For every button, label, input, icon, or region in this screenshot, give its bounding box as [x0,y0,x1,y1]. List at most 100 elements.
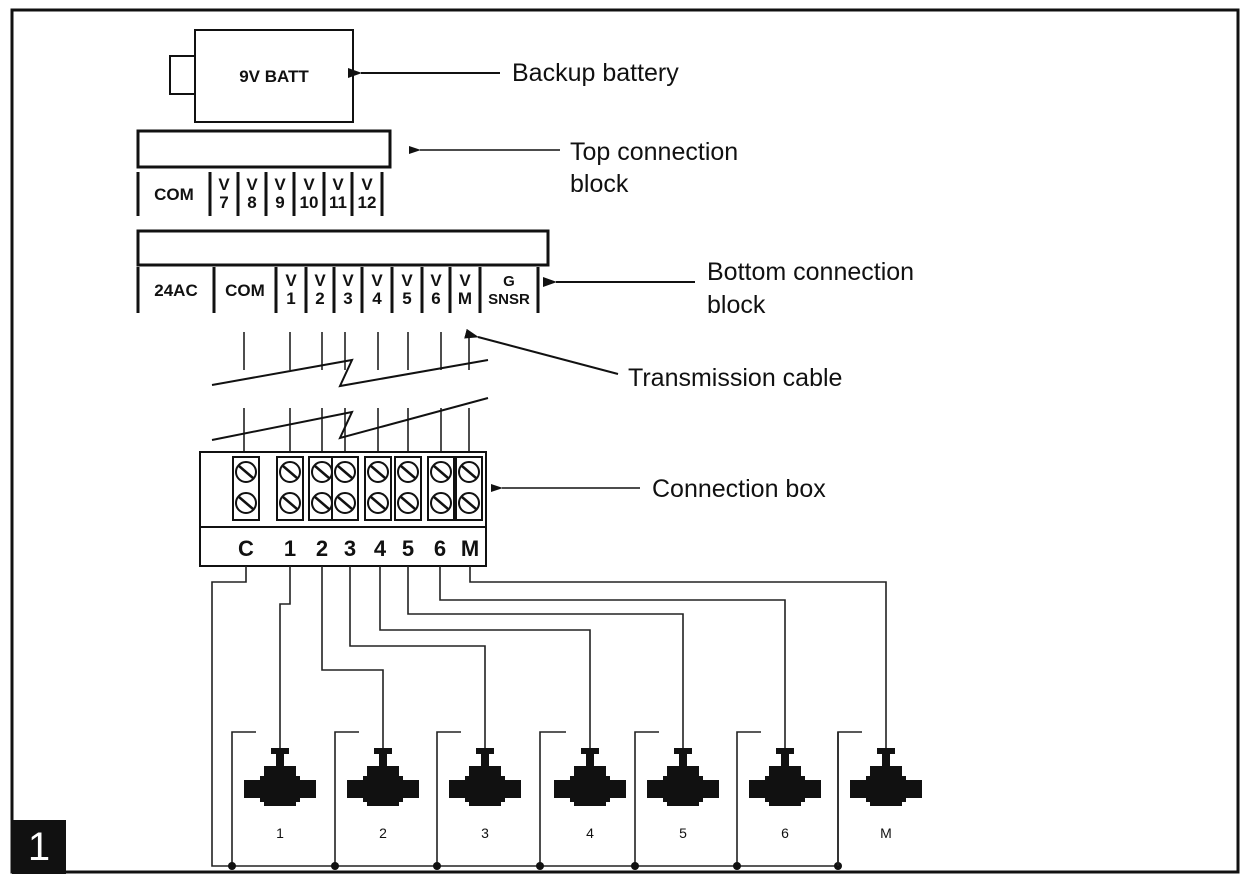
screw-slot [282,465,298,479]
box-terminal-label: 2 [316,536,328,561]
backup-battery-label: Backup battery [512,59,679,87]
connection-box-label: Connection box [652,475,826,503]
screw-slot [282,496,298,510]
valve-body [647,766,719,806]
screw-slot [337,496,353,510]
transmission-cable [211,332,489,452]
valve-common-loop [231,731,256,866]
terminal-label-top: V [342,271,354,290]
valve-label: 2 [379,825,387,841]
valve-M: M [834,731,922,870]
junction-dot [536,862,544,870]
valve-label: 6 [781,825,789,841]
screw-slot [314,465,330,479]
backup-battery: 9V BATT [169,29,354,123]
terminal-label-bottom: 5 [402,289,411,308]
figure-frame [10,8,1240,874]
junction-dot [331,862,339,870]
bottom-block-label-line2: block [707,291,766,319]
valve-wire [349,566,486,748]
screw-slot [370,496,386,510]
terminal-label-bottom: 4 [372,289,382,308]
terminal-label: COM [225,281,265,300]
valve-body [244,766,316,806]
box-terminal-label: M [461,536,479,561]
valve-common-loop [334,731,359,866]
screw-slot [337,465,353,479]
terminal-label-top: V [218,175,230,194]
valve-4: 4 [536,731,626,870]
valve-wire [439,566,786,748]
valve-common-loop [436,731,461,866]
screw-slot [370,465,386,479]
terminal-label-top: V [246,175,258,194]
valve-wire [379,566,591,748]
terminal-label-top: V [332,175,344,194]
terminal-label-top: V [285,271,297,290]
screw-slot [433,465,449,479]
figure-number: 1 [28,825,50,869]
valve-neck [481,752,489,766]
valve-stem [776,748,794,754]
box-terminal-label: 5 [402,536,414,561]
terminal-label-bottom: M [458,289,472,308]
terminal-label: COM [154,185,194,204]
valve-neck [781,752,789,766]
valve-label: 3 [481,825,489,841]
terminal-label-bottom: 6 [431,289,440,308]
screw-slot [461,496,477,510]
terminal-label-top: V [303,175,315,194]
top-block-label-line2: block [570,170,629,198]
terminal-label-top: V [361,175,373,194]
box-terminal-label: 6 [434,536,446,561]
terminal-label-bottom: 11 [329,193,347,212]
common-wire [211,566,838,867]
box-terminal-label: 1 [284,536,296,561]
valve-neck [276,752,284,766]
top-block-label-line1: Top connection [570,138,738,166]
terminal-label-bottom: 2 [315,289,324,308]
valve-3: 3 [433,731,521,870]
valve-5: 5 [631,731,719,870]
terminal-label-bottom: 8 [247,193,256,212]
cable-break-line [211,358,489,388]
valve-neck [379,752,387,766]
screw-slot [461,465,477,479]
valve-wire [407,566,684,748]
screw-slot [433,496,449,510]
valve-common-loop [736,731,761,866]
field-wiring [211,566,887,867]
valve-1: 1 [228,731,316,870]
figure-number-badge: 1 [12,820,66,874]
terminal-label-top: V [314,271,326,290]
valve-6: 6 [733,731,821,870]
valve-wire [321,566,384,748]
screw-slot [238,465,254,479]
valve-common-loop [539,731,566,866]
valve-label: 4 [586,825,594,841]
valve-neck [586,752,594,766]
valve-wire [279,566,291,748]
junction-dot [433,862,441,870]
terminal-label-top: G [503,273,515,290]
terminal-label-bottom: 1 [286,289,295,308]
valve-body [449,766,521,806]
connection-box-terminals [232,456,483,521]
terminal-label-bottom: 10 [300,193,319,212]
valve-label: 5 [679,825,687,841]
junction-dot [631,862,639,870]
junction-dot [228,862,236,870]
valve-neck [679,752,687,766]
screw-slot [400,465,416,479]
valve-body [850,766,922,806]
cable-callout-arrow [464,328,619,375]
valve-label: 1 [276,825,284,841]
valve-common-loop [837,731,862,866]
box-terminal-label: 3 [344,536,356,561]
